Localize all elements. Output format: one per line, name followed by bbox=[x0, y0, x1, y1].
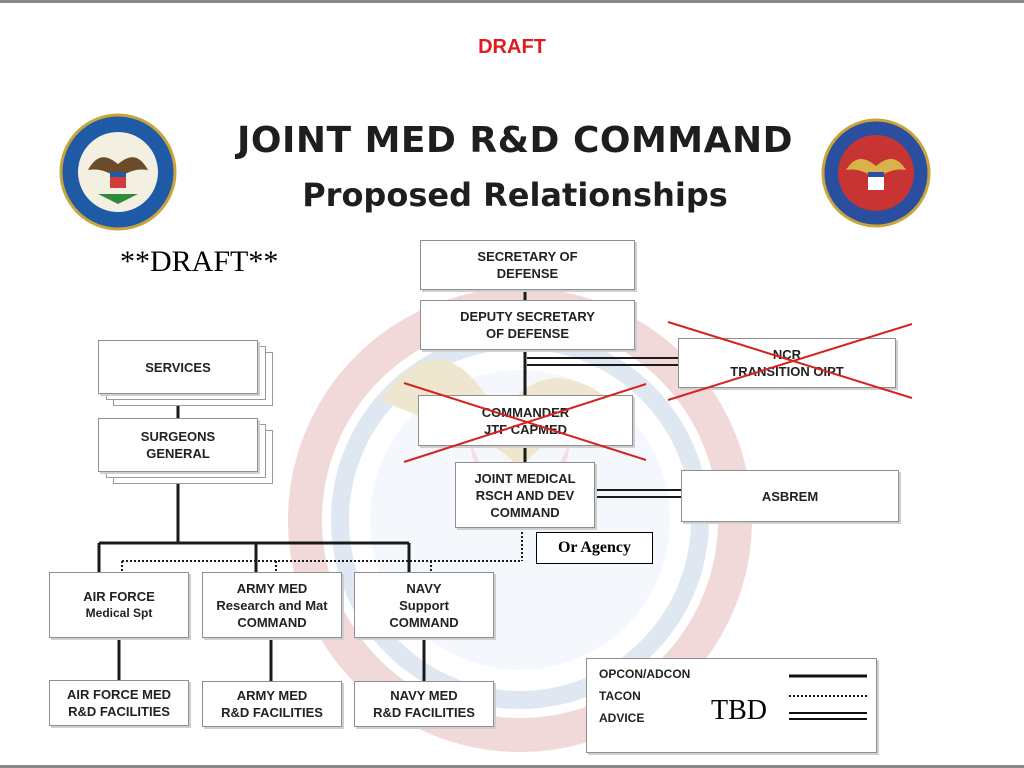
legend-opcon-label: OPCON/ADCON bbox=[599, 667, 691, 681]
box-label: R&D FACILITIES bbox=[221, 705, 323, 720]
air-force-box: AIR FORCE Medical Spt bbox=[49, 572, 189, 638]
army-facilities-box: ARMY MED R&D FACILITIES bbox=[202, 681, 342, 727]
box-label: JOINT MEDICAL bbox=[474, 470, 576, 486]
box-label: Research and Mat bbox=[216, 597, 328, 613]
box-label: R&D FACILITIES bbox=[373, 705, 475, 720]
box-label: SECRETARY OF bbox=[477, 249, 578, 264]
legend-tbd-label: TBD bbox=[711, 695, 767, 726]
navy-command-box: NAVY Support COMMAND bbox=[354, 572, 494, 638]
page-subtitle: Proposed Relationships bbox=[302, 176, 728, 214]
air-force-facilities-box: AIR FORCE MED R&D FACILITIES bbox=[49, 680, 189, 726]
draft-label: DRAFT bbox=[478, 36, 546, 58]
box-label: DEFENSE bbox=[496, 266, 559, 281]
ncr-cross-line bbox=[667, 323, 913, 401]
box-label: SURGEONS bbox=[140, 429, 216, 444]
box-label: ARMY MED bbox=[236, 688, 308, 703]
services-box: SERVICES bbox=[98, 340, 258, 394]
box-label: Support bbox=[399, 597, 449, 613]
box-label: COMMAND bbox=[237, 614, 307, 630]
or-agency-note: Or Agency bbox=[536, 532, 653, 564]
ncr-cross-line bbox=[667, 321, 913, 399]
legend-advice-label: ADVICE bbox=[599, 711, 645, 725]
army-command-box: ARMY MED Research and Mat COMMAND bbox=[202, 572, 342, 638]
box-label: NAVY bbox=[406, 580, 442, 596]
commander-jtf-box: COMMANDER JTF CAPMED bbox=[418, 395, 633, 446]
box-label: GENERAL bbox=[146, 446, 210, 461]
box-label: DEPUTY SECRETARY bbox=[460, 309, 595, 324]
department-of-defense-seal-icon bbox=[59, 113, 177, 231]
joint-medical-command-box: JOINT MEDICAL RSCH AND DEV COMMAND bbox=[455, 462, 595, 528]
legend-line-samples bbox=[789, 674, 867, 720]
page-title: JOINT MED R&D COMMAND bbox=[236, 120, 794, 161]
commander-cross-line bbox=[403, 383, 647, 463]
commander-cross-line bbox=[403, 382, 647, 461]
box-sublabel: Medical Spt bbox=[85, 606, 153, 620]
secretary-of-defense-box: SECRETARY OF DEFENSE bbox=[420, 240, 635, 290]
box-label: COMMAND bbox=[490, 504, 560, 520]
box-label: SERVICES bbox=[145, 359, 211, 375]
box-label: NAVY MED bbox=[390, 688, 458, 703]
box-label: NCR bbox=[772, 347, 802, 362]
navy-facilities-box: NAVY MED R&D FACILITIES bbox=[354, 681, 494, 727]
draft-stars-label: **DRAFT** bbox=[120, 245, 279, 278]
legend-tacon-label: TACON bbox=[599, 689, 641, 703]
box-label: RSCH AND DEV bbox=[475, 487, 575, 503]
box-label: R&D FACILITIES bbox=[68, 704, 170, 719]
legend-box: OPCON/ADCON TACON ADVICE TBD bbox=[586, 658, 877, 753]
box-label: ASBREM bbox=[761, 488, 819, 504]
box-label: AIR FORCE MED bbox=[67, 687, 171, 702]
joint-task-force-seal-icon bbox=[821, 118, 931, 228]
top-border bbox=[0, 0, 1024, 3]
ncr-transition-box: NCR TRANSITION OIPT bbox=[678, 338, 896, 388]
surgeons-general-box: SURGEONS GENERAL bbox=[98, 418, 258, 472]
bottom-border bbox=[0, 765, 1024, 768]
deputy-secretary-box: DEPUTY SECRETARY OF DEFENSE bbox=[420, 300, 635, 350]
box-label: JTF CAPMED bbox=[483, 421, 568, 437]
box-label: AIR FORCE bbox=[83, 589, 155, 604]
box-label: ARMY MED bbox=[236, 580, 308, 596]
asbrem-box: ASBREM bbox=[681, 470, 899, 522]
box-label: COMMAND bbox=[389, 614, 459, 630]
box-label: OF DEFENSE bbox=[485, 326, 570, 341]
